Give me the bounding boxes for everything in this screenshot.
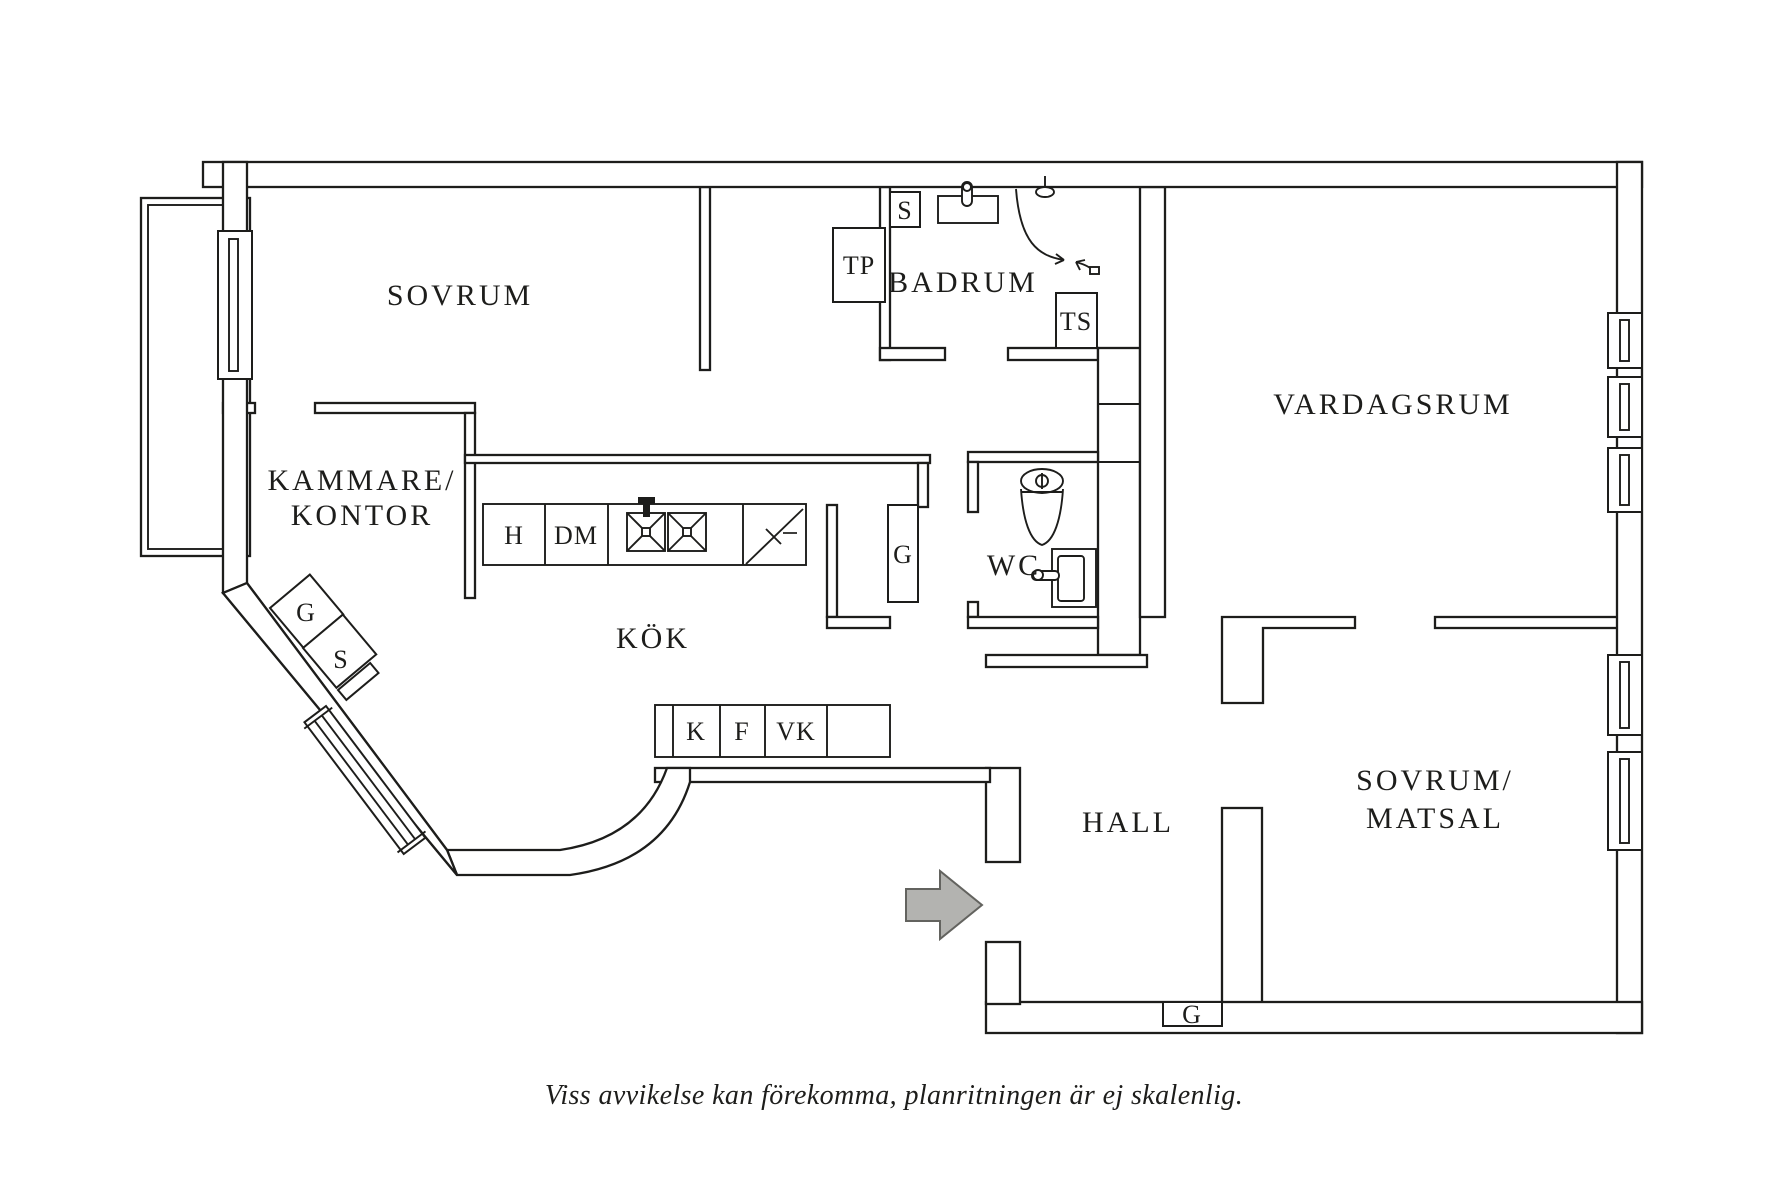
wall xyxy=(966,615,1100,630)
door-jamb-stub xyxy=(336,661,380,702)
wall xyxy=(878,346,947,362)
toilet-icon xyxy=(1020,468,1064,547)
room-label-kok: KÖK xyxy=(616,622,690,655)
wall-south xyxy=(984,1000,1644,1035)
kitchen-counter-top xyxy=(482,497,807,566)
room-label-kammare-1: KAMMARE/ xyxy=(267,464,456,497)
stove-icon xyxy=(745,508,804,565)
entry-arrow-icon xyxy=(905,868,984,942)
wall-entry-bottom xyxy=(984,940,1022,1006)
wall xyxy=(1433,615,1622,630)
closet-ts xyxy=(1055,292,1098,349)
room-label-sovrum: SOVRUM xyxy=(387,279,533,312)
room-label-sovrum-matsal-1: SOVRUM/ xyxy=(1356,764,1514,797)
closet-tp xyxy=(832,227,886,303)
closets xyxy=(268,191,1223,1027)
closet-s-badrum xyxy=(889,191,921,228)
label-g-hall: G xyxy=(1182,1000,1202,1029)
label-g-diagonal: G xyxy=(296,598,316,627)
wc-fixtures xyxy=(1020,468,1097,608)
label-f: F xyxy=(734,717,749,746)
wall xyxy=(916,461,930,509)
wall-east xyxy=(1615,160,1644,1035)
wall xyxy=(1096,346,1142,657)
faucet-icon xyxy=(643,497,650,517)
label-g-kok: G xyxy=(893,540,913,569)
window-diagonal xyxy=(303,704,427,856)
windows xyxy=(217,230,1643,856)
wall-curved xyxy=(445,766,692,877)
room-label-vardagsrum: VARDAGSRUM xyxy=(1273,388,1513,421)
walls-interior xyxy=(221,185,1622,1006)
room-label-wc: WC xyxy=(987,549,1041,582)
label-k: K xyxy=(686,717,706,746)
wall xyxy=(463,411,477,600)
label-ts: TS xyxy=(1060,307,1092,336)
window-balcony xyxy=(217,230,253,380)
wall xyxy=(653,766,992,784)
label-h: H xyxy=(504,521,524,550)
window xyxy=(1607,447,1643,513)
wall xyxy=(698,185,712,372)
window xyxy=(1607,376,1643,438)
window xyxy=(1607,312,1643,369)
sink-icon xyxy=(626,497,707,552)
wall xyxy=(463,453,932,465)
wall xyxy=(1220,615,1357,705)
wall xyxy=(825,503,839,619)
kitchen-counter-bottom xyxy=(654,704,891,758)
wall xyxy=(825,615,892,630)
label-dm: DM xyxy=(554,521,598,550)
window xyxy=(1607,751,1643,851)
room-label-sovrum-matsal-2: MATSAL xyxy=(1366,802,1504,835)
room-label-kammare-2: KONTOR xyxy=(291,499,433,532)
badrum-fixtures xyxy=(937,176,1100,275)
plan-caption: Viss avvikelse kan förekomma, planritnin… xyxy=(545,1080,1243,1111)
closet-s-diagonal xyxy=(301,613,378,690)
wall xyxy=(984,653,1149,669)
label-s-diagonal: S xyxy=(333,645,348,674)
wc-sink-icon xyxy=(1031,548,1097,608)
closet-g-hall xyxy=(1162,1001,1223,1027)
room-label-badrum: BADRUM xyxy=(888,266,1038,299)
label-s-badrum: S xyxy=(897,196,912,225)
closet-g-kok xyxy=(887,504,919,603)
label-tp: TP xyxy=(843,251,875,280)
room-label-hall: HALL xyxy=(1082,806,1174,839)
wall xyxy=(1220,806,1264,1006)
wall xyxy=(1006,346,1100,362)
wall-entry-top xyxy=(984,766,1022,864)
wall xyxy=(966,460,980,514)
window xyxy=(1607,654,1643,736)
label-vk: VK xyxy=(776,717,816,746)
bathroom-sink-icon xyxy=(937,181,999,224)
shower-icon xyxy=(1015,176,1100,275)
wall xyxy=(966,450,1100,464)
wall-north xyxy=(201,160,1644,189)
wall xyxy=(313,401,477,415)
wall xyxy=(966,600,980,619)
wall xyxy=(1138,185,1167,619)
